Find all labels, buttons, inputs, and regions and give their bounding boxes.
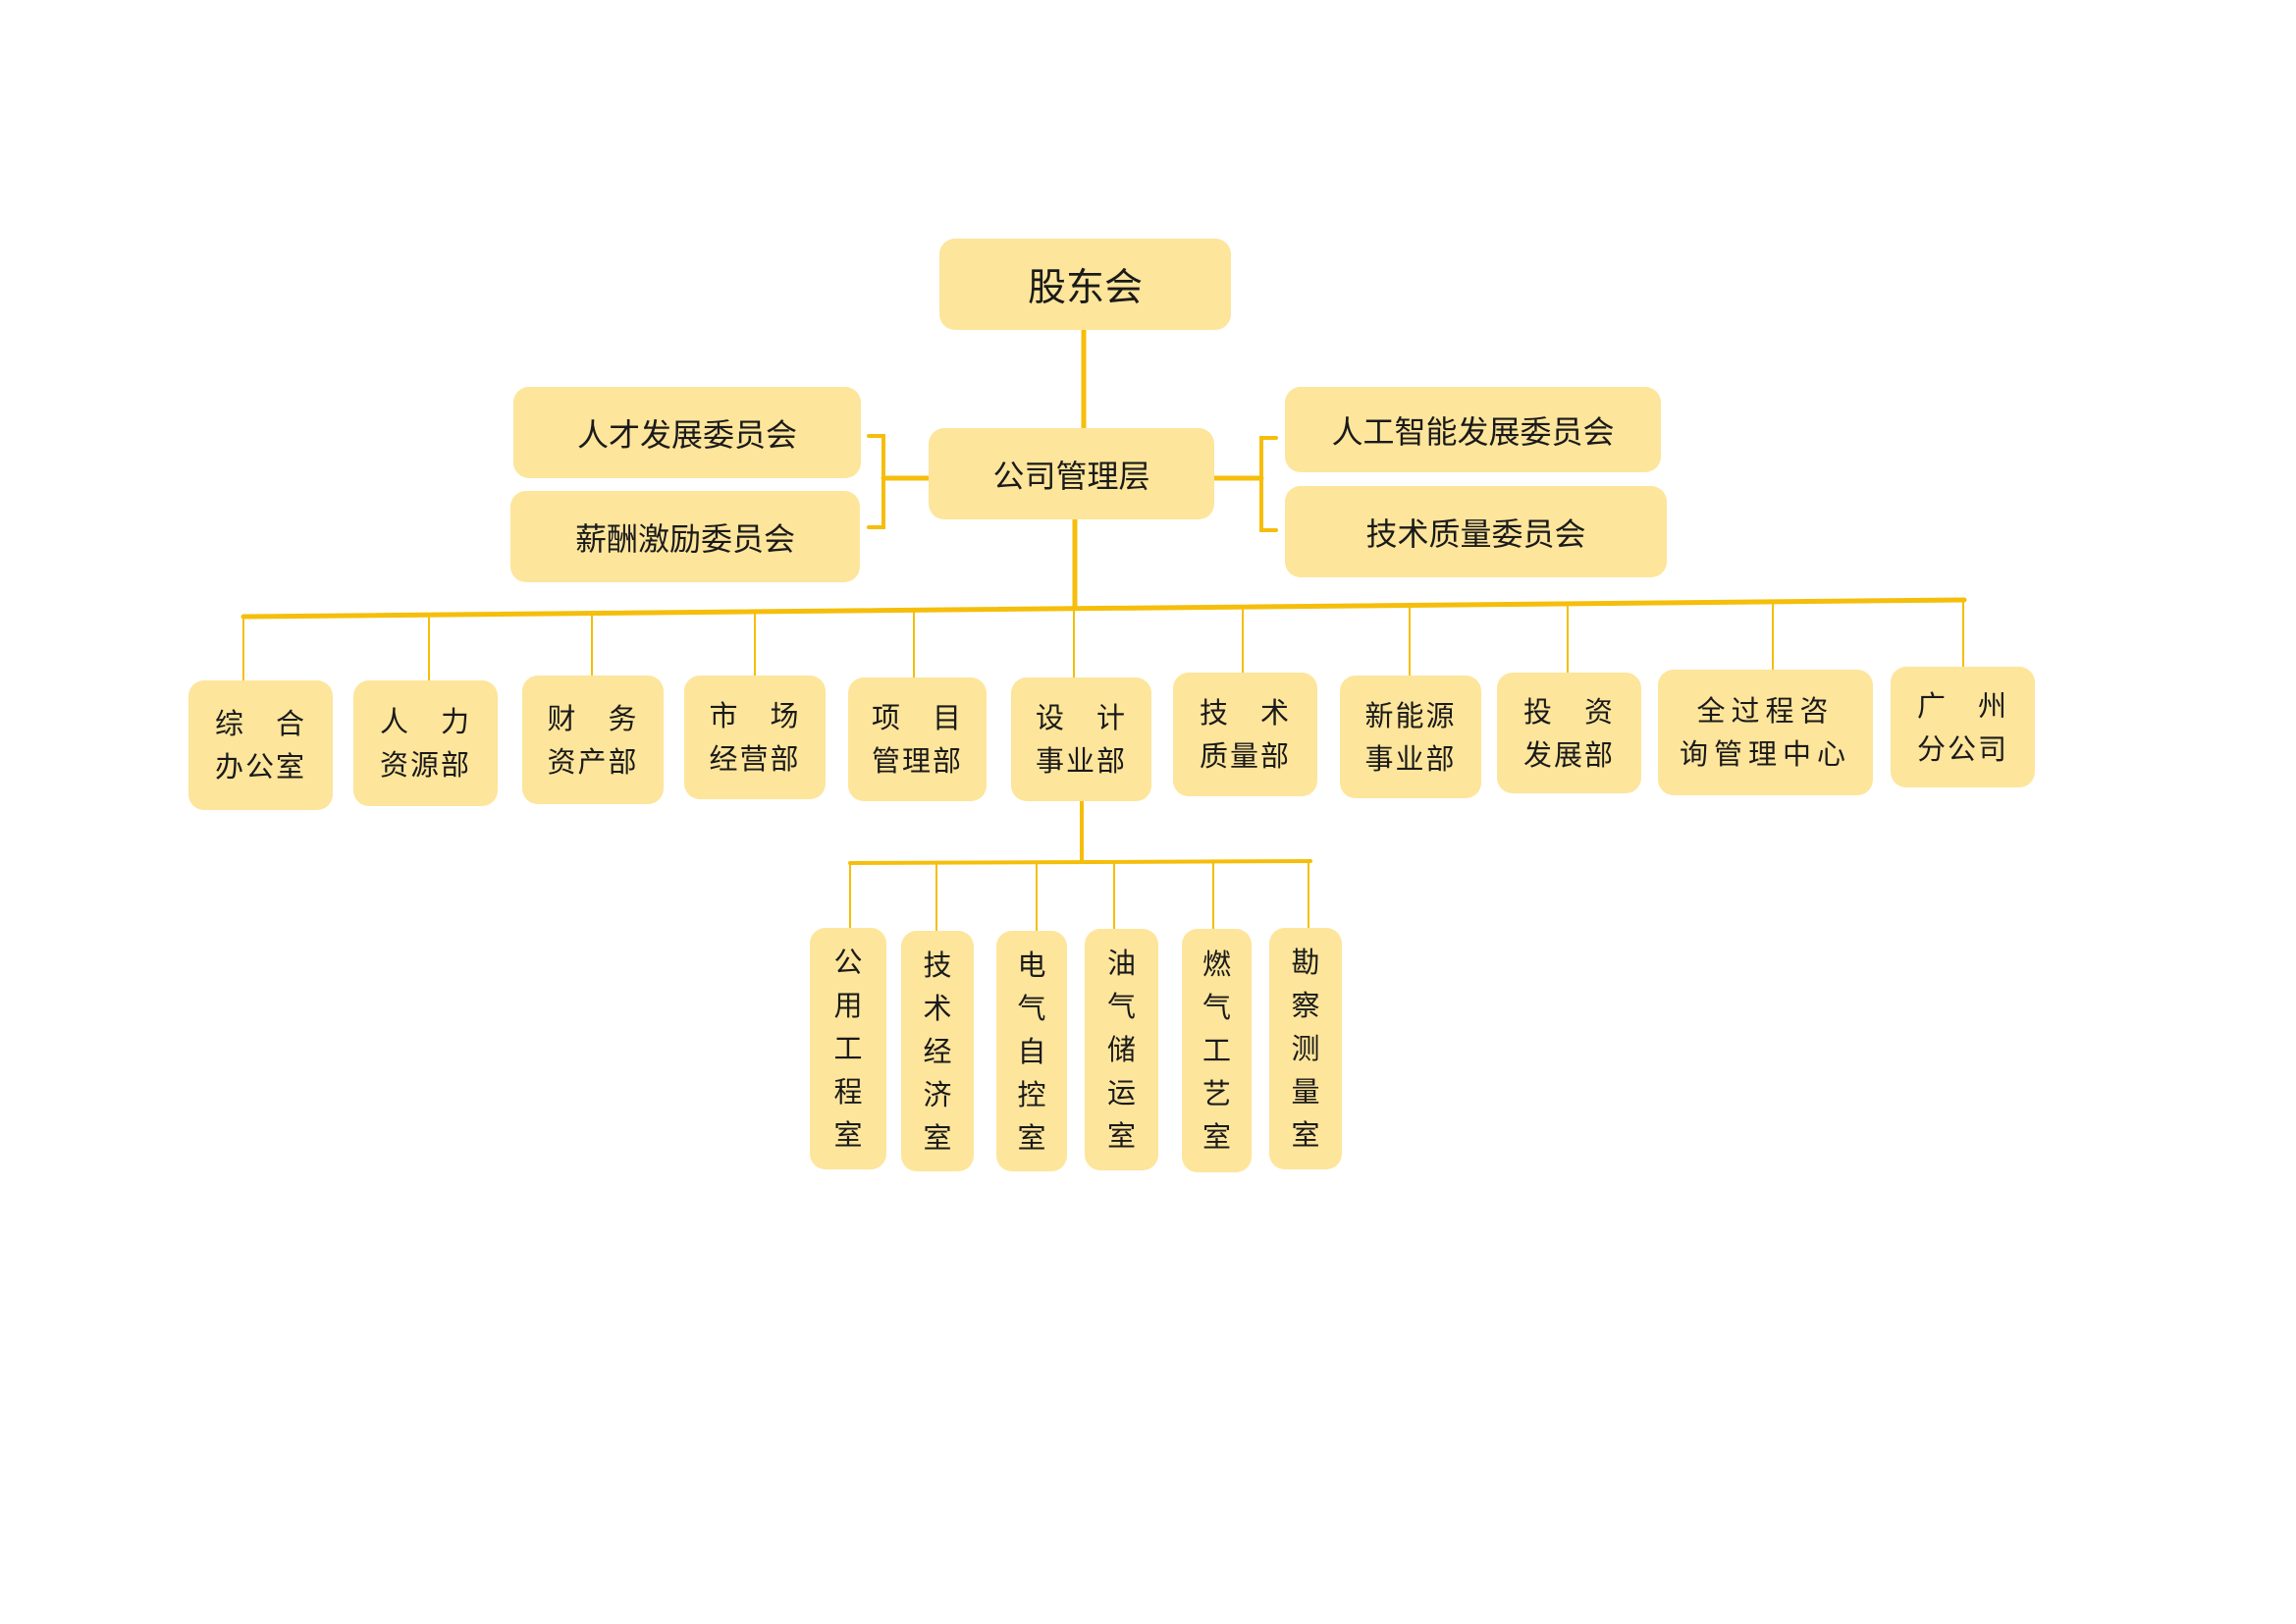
- management-label: 公司管理层: [992, 457, 1150, 495]
- management-box: 公司管理层: [929, 428, 1214, 519]
- committee-ai-development: 人工智能发展委员会: [1285, 387, 1661, 472]
- dept-design: 设 计 事业部: [1011, 677, 1151, 801]
- dept-marketing: 市 场 经营部: [684, 676, 826, 799]
- shareholders-label: 股东会: [1027, 265, 1143, 310]
- room-electrical-control: 电气自控室: [996, 931, 1067, 1171]
- dept-project-management: 项 目 管理部: [848, 677, 987, 801]
- committee-label: 人工智能发展委员会: [1331, 412, 1615, 451]
- dept-whole-process-consulting: 全过程咨 询管理中心: [1658, 670, 1873, 795]
- committee-technical-quality: 技术质量委员会: [1285, 486, 1667, 577]
- dept-finance-assets: 财 务 资产部: [522, 676, 664, 804]
- shareholders-box: 股东会: [939, 239, 1231, 330]
- dept-guangzhou-branch: 广 州 分公司: [1891, 667, 2035, 787]
- room-drops: [849, 860, 1309, 932]
- room-technical-economics: 技术经济室: [901, 931, 974, 1171]
- room-public-engineering: 公用工程室: [810, 928, 886, 1169]
- room-oil-gas-storage: 油气储运室: [1085, 929, 1158, 1170]
- committee-compensation-incentive: 薪酬激励委员会: [510, 491, 860, 582]
- left-bracket: [867, 434, 885, 529]
- dept-investment-development: 投 资 发展部: [1497, 673, 1641, 793]
- main-horizontal-line: [240, 597, 1967, 620]
- room-gas-process: 燃气工艺室: [1182, 929, 1252, 1172]
- design-horizontal-line: [848, 859, 1312, 865]
- committee-talent-development: 人才发展委员会: [513, 387, 861, 478]
- committee-label: 薪酬激励委员会: [574, 519, 795, 558]
- committee-label: 人才发展委员会: [576, 415, 797, 454]
- department-drops: [242, 599, 1964, 681]
- dept-technical-quality: 技 术 质量部: [1173, 673, 1317, 796]
- committee-label: 技术质量委员会: [1365, 514, 1586, 553]
- right-bracket: [1259, 436, 1278, 532]
- dept-general-office: 综 合 办公室: [188, 680, 333, 810]
- dept-human-resources: 人 力 资源部: [353, 680, 498, 806]
- room-survey: 勘察测量室: [1269, 928, 1342, 1169]
- dept-new-energy: 新能源 事业部: [1340, 676, 1481, 798]
